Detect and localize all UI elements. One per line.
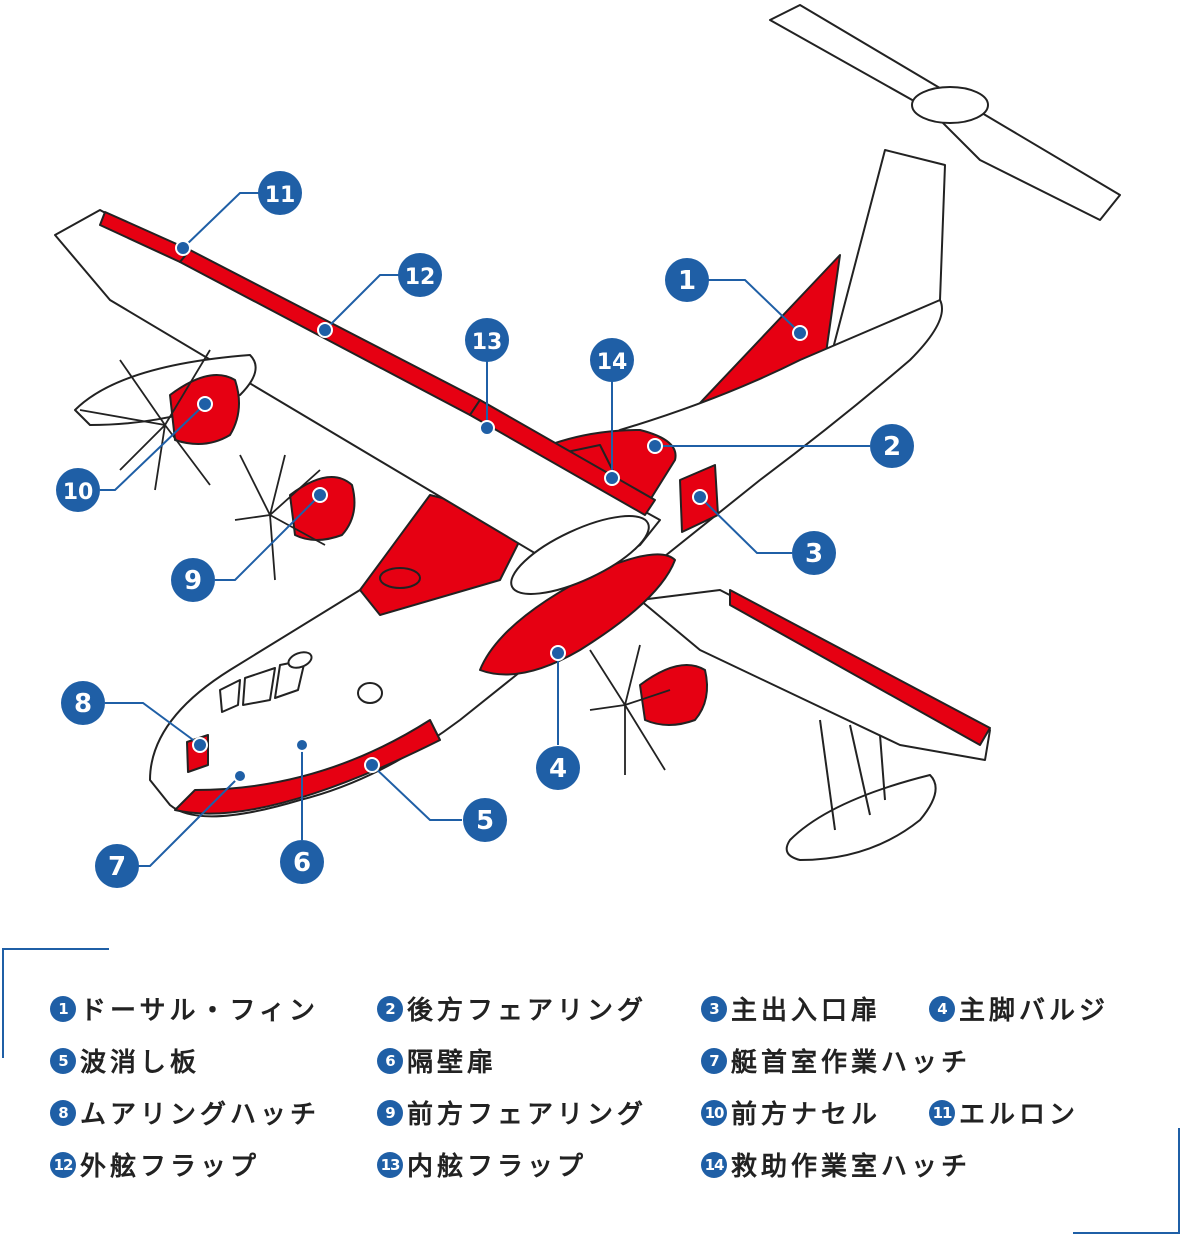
legend-label: ムアリングハッチ: [80, 1100, 321, 1130]
tail-fairing: [911, 86, 989, 124]
legend-number: 13: [377, 1151, 403, 1178]
inner-flap: [469, 399, 656, 516]
callout-3: 3: [792, 531, 836, 575]
callout-9: 9: [171, 558, 215, 602]
frame-bottom-right-h: [1073, 1232, 1180, 1234]
legend-label: 救助作業室ハッチ: [731, 1152, 972, 1182]
svg-text:12: 12: [405, 265, 436, 290]
right-float: [785, 774, 937, 861]
gear-bulge: [479, 553, 676, 676]
wing-root: [510, 515, 650, 595]
frame-top-left-h: [2, 948, 109, 950]
legend-label: 後方フェアリング: [407, 996, 648, 1026]
svg-text:11: 11: [265, 183, 296, 208]
legend-label: 主脚バルジ: [959, 996, 1110, 1026]
legend-label: 主出入口扉: [731, 996, 882, 1026]
callout-2: 2: [870, 424, 914, 468]
legend-label: ドーサル・フィン: [80, 996, 319, 1026]
spray-strip: [174, 719, 441, 815]
legend-number: 4: [929, 995, 955, 1022]
callout-6: 6: [280, 840, 324, 884]
legend-label: 内舷フラップ: [407, 1152, 588, 1182]
legend-number: 2: [377, 995, 403, 1022]
nacelle-inner: [289, 476, 356, 541]
frame-bottom-right-v: [1178, 1128, 1180, 1234]
legend-number: 12: [50, 1151, 76, 1178]
legend-number: 5: [50, 1047, 76, 1074]
nacelle-right: [639, 664, 708, 726]
svg-text:4: 4: [549, 754, 567, 784]
legend-label: 波消し板: [80, 1048, 201, 1078]
legend-label: 前方フェアリング: [407, 1100, 648, 1130]
legend-label: エルロン: [959, 1100, 1080, 1130]
callout-7: 7: [95, 844, 139, 888]
svg-text:10: 10: [63, 480, 94, 505]
svg-text:5: 5: [476, 806, 494, 836]
callout-14: 14: [590, 338, 634, 382]
legend-number: 8: [50, 1099, 76, 1126]
legend-number: 14: [701, 1151, 727, 1178]
legend-number: 11: [929, 1099, 955, 1126]
svg-text:2: 2: [883, 432, 901, 462]
svg-text:8: 8: [74, 689, 92, 719]
svg-text:7: 7: [108, 852, 126, 882]
legend-label: 艇首室作業ハッチ: [731, 1048, 972, 1078]
callout-13: 13: [465, 318, 509, 362]
callout-12: 12: [398, 253, 442, 297]
svg-text:9: 9: [184, 566, 202, 596]
right-wing: [639, 589, 991, 761]
legend-number: 1: [50, 995, 76, 1022]
legend-number: 10: [701, 1099, 727, 1126]
callout-8: 8: [61, 681, 105, 725]
svg-text:14: 14: [597, 350, 628, 375]
svg-text:13: 13: [472, 330, 503, 355]
callout-5: 5: [463, 798, 507, 842]
svg-text:6: 6: [293, 848, 311, 878]
legend-label: 前方ナセル: [731, 1100, 882, 1130]
callout-1: 1: [665, 258, 709, 302]
legend-number: 9: [377, 1099, 403, 1126]
svg-text:3: 3: [805, 539, 823, 569]
callout-10: 10: [56, 468, 100, 512]
svg-text:1: 1: [678, 266, 696, 296]
legend-number: 6: [377, 1047, 403, 1074]
callout-11: 11: [258, 171, 302, 215]
legend-label: 隔壁扉: [407, 1048, 498, 1078]
frame-top-left-v: [2, 948, 4, 1058]
legend-number: 7: [701, 1047, 727, 1074]
callout-4: 4: [536, 746, 580, 790]
legend-label: 外舷フラップ: [80, 1152, 261, 1182]
right-aileron: [729, 589, 991, 746]
aircraft-diagram: 1 2 3 4 5 6 7 8 9 10 11 12 13 14: [54, 4, 1121, 888]
legend-number: 3: [701, 995, 727, 1022]
left-float: [74, 354, 257, 426]
